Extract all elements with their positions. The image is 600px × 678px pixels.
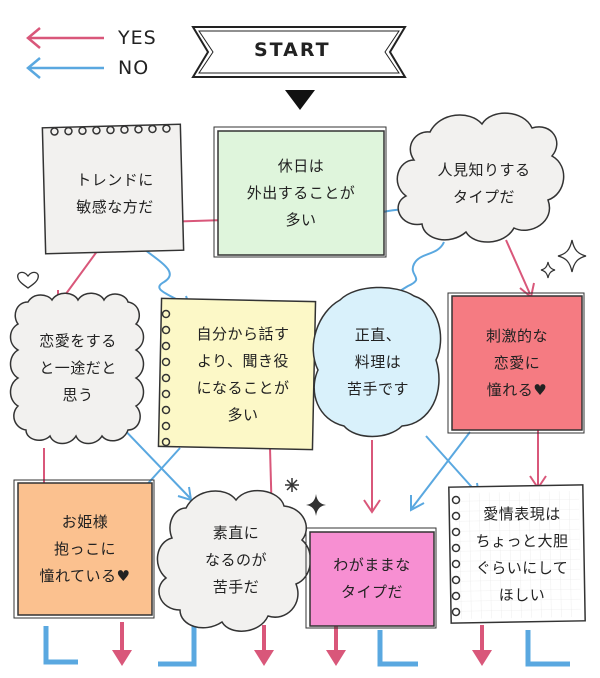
node-shy: 人見知りする タイプだ [437, 161, 531, 206]
legend-no-label: NO [118, 57, 150, 79]
node-trend: トレンドに 敏感な方だ [76, 171, 154, 216]
node-holiday-shape [213, 126, 387, 258]
bottom-exits [43, 620, 570, 667]
exit-yes-3 [326, 625, 346, 666]
node-frank: 素直に なるのが 苦手だ [204, 523, 267, 596]
start-banner [191, 26, 407, 110]
star-burst-icon [285, 478, 299, 492]
node-princess: お姫様 抱っこに 憧れている♥ [39, 512, 131, 585]
node-bold: 愛情表現は ちょっと大胆 ぐらいにして ほしい [475, 505, 569, 604]
start-down-arrow-icon [285, 90, 315, 110]
sparkle-small-icon [540, 261, 556, 279]
legend [26, 27, 104, 79]
node-romance: 恋愛をする と一途だと 思う [39, 331, 117, 404]
heart-outline-icon [17, 271, 39, 289]
node-holiday: 休日は 外出することが 多い [246, 156, 356, 229]
node-trend-shape [41, 123, 185, 255]
sparkle-large-icon [557, 239, 587, 273]
node-romance-shape [9, 292, 145, 445]
node-shy-shape [396, 112, 565, 243]
exit-no-2 [158, 620, 197, 667]
node-frank-shape [156, 489, 312, 632]
node-princess-shape [13, 479, 155, 619]
exit-no-1 [43, 626, 78, 665]
node-thrill: 刺激的な 恋愛に 憧れる♥ [485, 326, 548, 399]
sparkle-four-point-icon [306, 494, 326, 516]
start-label: START [254, 39, 331, 61]
node-thrill-shape [447, 292, 585, 434]
decorations [17, 239, 587, 516]
legend-yes-label: YES [118, 27, 157, 49]
node-honest-shape [312, 286, 442, 438]
node-selfish-shape [305, 527, 437, 629]
exit-yes-2 [254, 625, 274, 666]
exit-yes-4 [472, 625, 492, 666]
exit-no-4 [525, 630, 570, 667]
no-arrow-icon [26, 57, 104, 79]
node-selfish: わがままな タイプだ [333, 556, 411, 601]
yes-arrow-icon [26, 27, 104, 49]
exit-no-3 [377, 630, 418, 667]
node-listener-shape [157, 297, 317, 451]
node-listener: 自分から話す より、聞き役 になることが 多い [196, 325, 290, 424]
node-honest: 正直、 料理は 苦手です [346, 325, 409, 398]
exit-yes-1 [112, 622, 132, 666]
node-bold-shape [448, 484, 586, 624]
